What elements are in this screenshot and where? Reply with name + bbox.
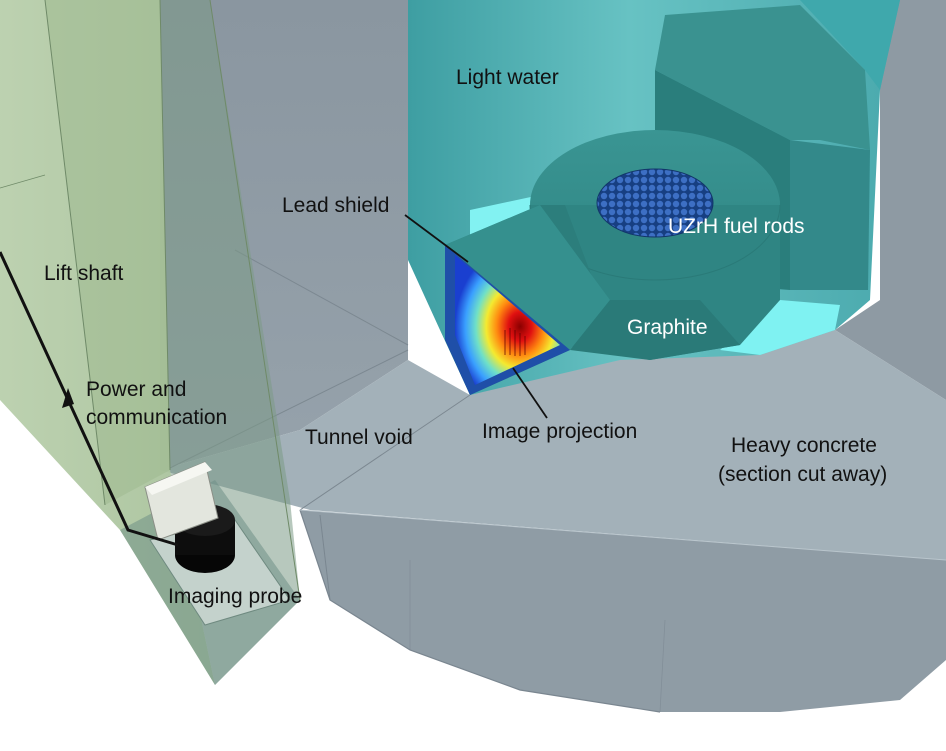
label-image-projection: Image projection (482, 420, 637, 443)
image-projection-leader (512, 367, 548, 419)
label-uzrh-fuel-rods: UZrH fuel rods (668, 215, 805, 238)
label-light-water: Light water (456, 66, 559, 89)
heavy-concrete-cut (299, 509, 946, 713)
label-power-line1: Power and (86, 378, 186, 401)
power-cable (0, 251, 179, 547)
label-heavy-concrete-line2: (section cut away) (718, 463, 887, 486)
label-imaging-probe: Imaging probe (168, 585, 302, 608)
label-lift-shaft: Lift shaft (44, 262, 124, 285)
graphite-reflector (445, 5, 870, 395)
label-heavy-concrete-line1: Heavy concrete (731, 434, 877, 457)
fuel-rod-bundle (596, 168, 714, 238)
imaging-probe (144, 461, 291, 626)
image-projection-rods (504, 328, 526, 356)
label-lead-shield: Lead shield (282, 194, 389, 217)
back-wall-right (835, 0, 946, 400)
label-graphite: Graphite (627, 316, 708, 339)
label-tunnel-void: Tunnel void (305, 426, 413, 449)
cable-arrow-icon (62, 388, 74, 408)
label-power-line2: communication (86, 406, 227, 429)
lead-shield-leader (404, 214, 469, 263)
lead-shield (445, 245, 570, 395)
